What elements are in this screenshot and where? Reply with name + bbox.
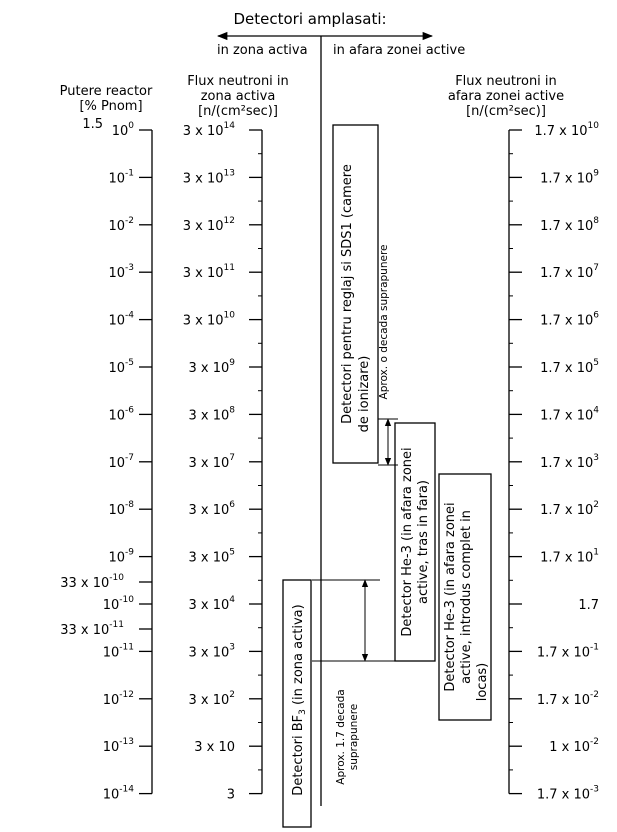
he3-in-label-line-1: Detector He-3 (in afara zonei: [443, 502, 458, 691]
he3-in-label-line-2: active, introdus complet in: [459, 510, 474, 684]
flux-in-tick-label: 3 x 1012: [183, 216, 235, 234]
power-title-line-1: Putere reactor: [60, 84, 153, 99]
power-top-extra-label: 1.5: [82, 117, 103, 132]
flux-out-axis: 1.7 x 1010 1.7 x 109 1.7 x 108 1.7 x 107 1.7…: [508, 121, 599, 803]
flux-out-column-title: Flux neutroni in afara zonei active [n/(…: [448, 74, 564, 119]
overlap-one-decade-label: Aprox. o decada suprapunere: [378, 245, 390, 400]
flux-in-title-line-1: Flux neutroni in: [187, 74, 289, 89]
flux-in-tick-label: 3 x 109: [188, 358, 235, 376]
power-tick-label: 10-9: [108, 548, 134, 566]
flux-in-tick-label: 3 x 1011: [183, 263, 235, 281]
flux-out-title-line-2: afara zonei active: [448, 89, 564, 104]
power-tick-label: 10-2: [108, 216, 134, 234]
flux-out-tick-label: 1 x 10-2: [549, 737, 599, 755]
flux-out-tick-label: 1.7 x 102: [540, 500, 599, 518]
he3-out-label-line-1: Detector He-3 (in afara zonei: [400, 447, 415, 636]
flux-in-title-line-2: zona activa: [201, 89, 276, 104]
flux-in-tick-label: 3 x 106: [188, 500, 235, 518]
bf3-detector-box: [282, 579, 312, 828]
sds1-label-line-1: Detectori pentru reglaj si SDS1 (camere: [340, 164, 355, 424]
bf3-label: Detectori BF3 (in zona activa): [291, 604, 308, 795]
flux-in-tick-label: 3 x 108: [188, 405, 235, 423]
overlap-one-decade-marker: [378, 418, 398, 466]
power-tick-label: 10-1: [108, 168, 134, 186]
flux-in-tick-label: 3 x 1010: [183, 311, 236, 329]
power-column-title: Putere reactor [% Pnom]: [60, 84, 153, 114]
flux-out-tick-label: 1.7 x 1010: [534, 121, 599, 139]
flux-out-tick-label: 1.7 x 109: [540, 168, 599, 186]
power-tick-label: 10-11: [103, 642, 134, 660]
header-title: Detectori amplasati:: [233, 10, 386, 28]
flux-out-tick-label: 1.7 x 104: [540, 405, 599, 423]
flux-in-tick-label: 3 x 1014: [183, 121, 236, 139]
sds1-detector-box: [332, 124, 379, 464]
flux-out-tick-label: 1.7 x 106: [540, 311, 599, 329]
power-tick-label: 10-14: [103, 785, 135, 803]
header-right-label: in afara zonei active: [333, 43, 465, 58]
power-tick-label: 10-6: [108, 405, 134, 423]
overlap-one-seven-label-line-2: suprapunere: [348, 704, 360, 771]
he3-out-label-group: Detector He-3 (in afara zonei active, tr…: [400, 447, 431, 636]
power-tick-label: 10-3: [108, 263, 134, 281]
flux-in-column-title: Flux neutroni in zona activa [n/(cm²sec)…: [187, 74, 289, 119]
overlap-one-seven-decade-marker: [312, 579, 395, 662]
power-tick-label: 10-12: [103, 690, 134, 708]
overlap-one-seven-label-group: Aprox. 1.7 decada suprapunere: [335, 689, 360, 784]
flux-out-tick-label: 1.7 x 101: [540, 548, 599, 566]
power-tick-label: 10-13: [103, 737, 134, 755]
flux-out-tick-label: 1.7 x 103: [540, 453, 599, 471]
flux-out-tick-label: 1.7 x 10-2: [537, 690, 599, 708]
flux-out-tick-label: 1.7 x 107: [540, 263, 599, 281]
power-tick-label: 100: [112, 121, 135, 139]
sds1-label-line-2: de ionizare): [357, 356, 372, 433]
overlap-one-seven-label-line-1: Aprox. 1.7 decada: [335, 689, 347, 784]
flux-in-axis: 3 x 1014 3 x 1013 3 x 1012 3 x 1011 3 x 1010…: [183, 121, 263, 803]
power-extra-tick-label: 33 x 10-11: [60, 620, 124, 638]
flux-out-tick-label: 1.7 x 10-3: [537, 785, 599, 803]
flux-in-tick-label: 3 x 1013: [183, 168, 235, 186]
flux-out-tick-label: 1.7: [578, 598, 599, 613]
he3-in-label-group: Detector He-3 (in afara zonei active, in…: [443, 502, 490, 701]
he3-out-detector-box: [394, 422, 436, 662]
power-tick-label: 10-5: [108, 358, 134, 376]
flux-in-tick-label: 3 x 105: [188, 548, 235, 566]
he3-in-label-line-3: locas): [475, 663, 490, 702]
flux-out-tick-label: 1.7 x 10-1: [537, 642, 599, 660]
header-left-label: in zona activa: [217, 43, 308, 58]
flux-out-title-line-1: Flux neutroni in: [455, 74, 557, 89]
flux-in-tick-label: 3 x 104: [188, 595, 235, 613]
power-tick-label: 10-8: [108, 500, 134, 518]
flux-out-tick-label: 1.7 x 105: [540, 358, 599, 376]
flux-in-tick-label: 3 x 107: [188, 453, 235, 471]
flux-in-tick-label: 3: [227, 788, 235, 803]
flux-out-title-line-3: [n/(cm²sec)]: [466, 104, 546, 119]
power-axis: 100 10-1 10-2 10-3 10-4 10-5 10-6 10-7 10-8 10-9 1…: [60, 117, 153, 803]
power-extra-tick-label: 33 x 10-10: [60, 573, 124, 591]
sds1-label-group: Detectori pentru reglaj si SDS1 (camere …: [340, 164, 372, 432]
flux-in-tick-label: 3 x 10: [194, 740, 235, 755]
power-tick-label: 10-4: [108, 311, 134, 329]
he3-out-label-line-2: active, tras in fara): [416, 480, 431, 604]
power-tick-label: 10-7: [108, 453, 134, 471]
power-tick-label: 10-10: [103, 595, 135, 613]
he3-in-detector-box: [438, 473, 492, 721]
power-title-line-2: [% Pnom]: [79, 99, 142, 114]
flux-in-tick-label: 3 x 102: [188, 690, 235, 708]
flux-in-tick-label: 3 x 103: [188, 642, 235, 660]
flux-in-title-line-3: [n/(cm²sec)]: [198, 104, 278, 119]
flux-out-tick-label: 1.7 x 108: [540, 216, 599, 234]
